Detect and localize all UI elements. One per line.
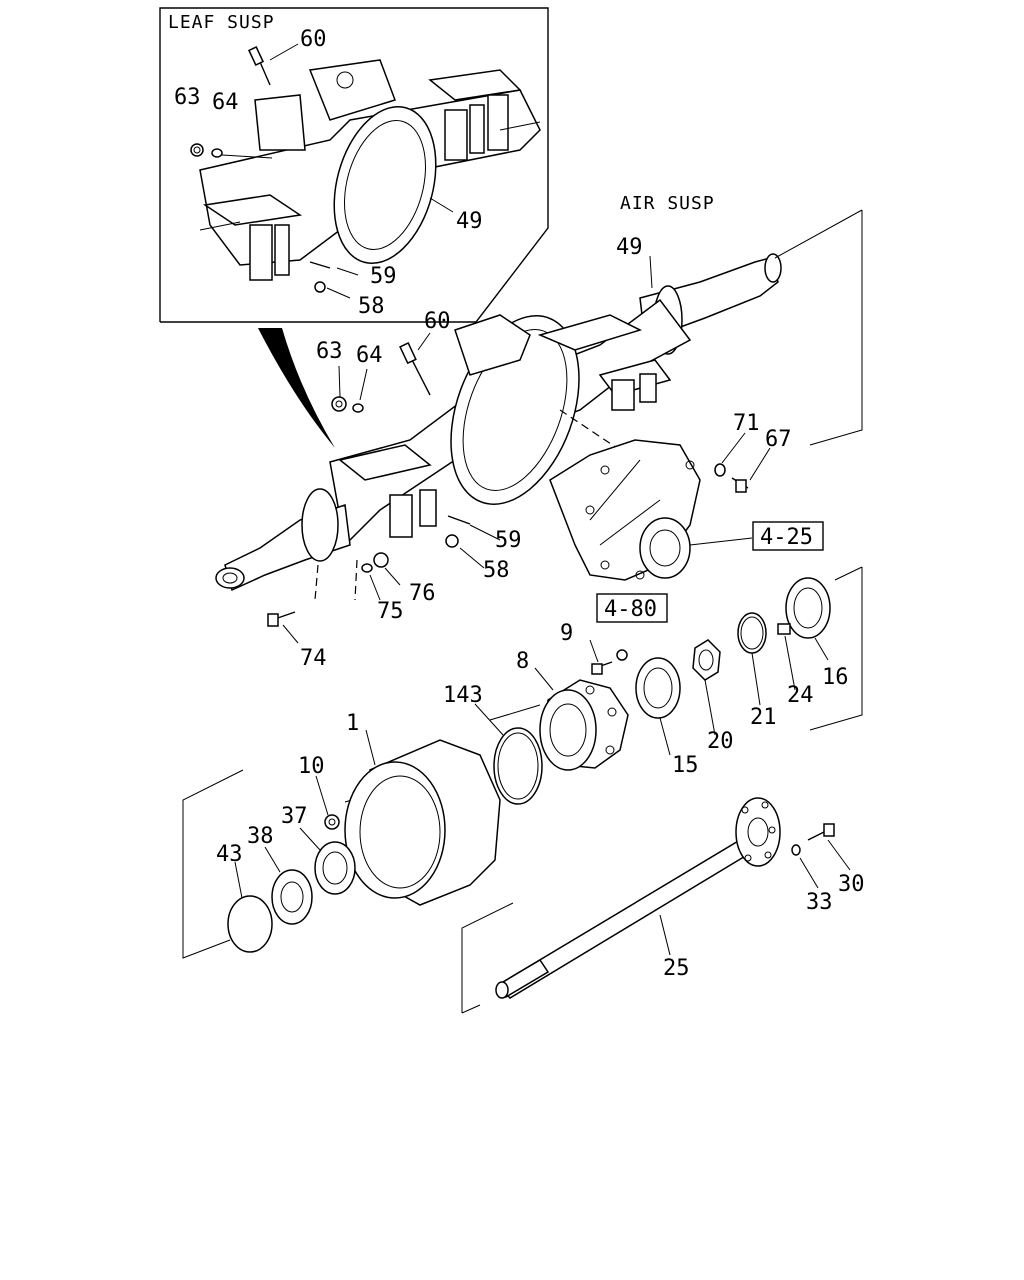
- callout-1: 1: [346, 711, 359, 736]
- leaf-axle-housing: [190, 46, 541, 293]
- callout-8: 8: [516, 649, 529, 674]
- callout-67: 67: [765, 427, 792, 452]
- callout-33: 33: [806, 890, 833, 915]
- air-susp-caption: AIR SUSP: [620, 193, 715, 214]
- callout-64-air: 64: [356, 343, 383, 368]
- callout-59-air: 59: [495, 528, 522, 553]
- hub-group: [182, 566, 863, 959]
- callout-43: 43: [216, 842, 243, 867]
- air-callouts: [282, 209, 863, 644]
- leaf-susp-inset: LEAF SUSP: [159, 7, 549, 323]
- leaf-callouts: [221, 43, 454, 299]
- callout-59-leaf: 59: [370, 264, 397, 289]
- callout-10: 10: [298, 754, 325, 779]
- callout-71: 71: [733, 411, 760, 436]
- leaf-susp-caption: LEAF SUSP: [168, 12, 275, 33]
- callout-30: 30: [838, 872, 865, 897]
- callout-58-leaf: 58: [358, 294, 385, 319]
- callout-58-air: 58: [483, 558, 510, 583]
- callout-76: 76: [409, 581, 436, 606]
- callout-49-leaf: 49: [456, 209, 483, 234]
- callout-75: 75: [377, 599, 404, 624]
- hub-callouts: [234, 635, 829, 899]
- callout-16: 16: [822, 665, 849, 690]
- callout-74: 74: [300, 646, 327, 671]
- axle-shaft-group: [461, 797, 835, 1014]
- callout-63-air: 63: [316, 339, 343, 364]
- shaft-callouts: [659, 839, 851, 956]
- air-axle-housing: [215, 253, 782, 627]
- callout-21: 21: [750, 705, 777, 730]
- inset-pointer-wedge: [258, 328, 335, 448]
- callout-60-air: 60: [424, 309, 451, 334]
- callout-25: 25: [663, 956, 690, 981]
- ref-box-4-80[interactable]: 4-80: [596, 593, 668, 623]
- callout-63-leaf: 63: [174, 85, 201, 110]
- callout-49-air: 49: [616, 235, 643, 260]
- callout-64-leaf: 64: [212, 90, 239, 115]
- callout-24: 24: [787, 683, 814, 708]
- callout-20: 20: [707, 729, 734, 754]
- callout-15: 15: [672, 753, 699, 778]
- callout-9: 9: [560, 621, 573, 646]
- callout-37: 37: [281, 804, 308, 829]
- differential-carrier: [549, 439, 749, 581]
- callout-143: 143: [443, 683, 483, 708]
- ref-4-80-label: 4-80: [604, 597, 657, 622]
- ref-4-25-label: 4-25: [760, 525, 813, 550]
- callout-38: 38: [247, 824, 274, 849]
- callout-60-leaf: 60: [300, 27, 327, 52]
- ref-box-4-25[interactable]: 4-25: [752, 521, 824, 551]
